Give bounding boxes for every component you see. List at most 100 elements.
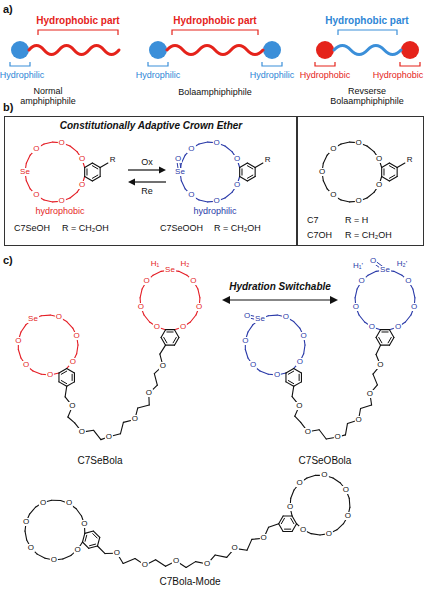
atom-label: O <box>172 557 180 565</box>
atom-label: O <box>357 277 365 285</box>
crown-bond <box>63 555 71 559</box>
atom-label: O <box>195 303 203 311</box>
chain-bond <box>160 345 166 354</box>
bracket <box>172 30 258 35</box>
part-label: Hydrophilic <box>0 70 44 80</box>
atom-label: O <box>131 415 139 423</box>
crown-bond <box>44 142 53 144</box>
benzene-double-bond <box>284 529 290 530</box>
benzene-double-bond <box>93 534 97 538</box>
atom-label: O <box>39 499 47 507</box>
benzene-bond <box>294 382 302 386</box>
compound-caption: R = CH₂OH <box>345 230 392 240</box>
atom-label: Se <box>27 315 39 323</box>
hydrophilic-tail <box>334 46 401 55</box>
atom-label: O <box>145 389 153 397</box>
crown-bond <box>337 524 344 530</box>
benzene-double-bond <box>85 535 87 541</box>
benzene-bond <box>93 531 99 537</box>
atom-label: O <box>153 323 161 331</box>
benzene-double-bond <box>388 337 391 342</box>
benzene-bond <box>283 515 292 516</box>
brackets <box>10 30 420 66</box>
atom-label: O <box>410 303 418 311</box>
crown-bond <box>260 371 268 374</box>
atom-label: O <box>65 499 73 507</box>
part-label: Hydrophobic <box>300 70 351 80</box>
atom-label: O <box>73 332 81 340</box>
atom-label: O <box>342 486 350 494</box>
chain-bond <box>319 430 326 439</box>
type-name: Revserse Bolaamphiphiphile <box>317 86 417 107</box>
box-heading: Constitutionally Adaptive Crown Ether <box>5 120 297 132</box>
crown-bond <box>179 271 187 275</box>
part-label: Hydrophobic part <box>36 15 119 27</box>
benzene-bond <box>301 373 302 382</box>
atom-label: O <box>22 361 30 369</box>
crown-bond <box>307 475 316 478</box>
benzene-bond <box>100 168 101 177</box>
benzene-double-bond <box>90 544 96 546</box>
benzene-bond <box>97 537 99 546</box>
atom-label: O <box>352 303 360 311</box>
atom-label: O <box>142 277 150 285</box>
crown-bond <box>199 142 208 144</box>
panel-label: a) <box>3 3 13 16</box>
atom-label: O <box>27 544 35 552</box>
benzene-bond <box>255 168 256 177</box>
benzene-bond <box>67 368 75 372</box>
atom-label: O <box>241 337 249 345</box>
chain-bond <box>215 555 227 557</box>
part-label: Hydrophilic <box>136 70 181 80</box>
hydration-arrow <box>222 296 338 304</box>
chain-bond <box>186 562 195 568</box>
atom-label: O <box>50 556 58 564</box>
compound-name: C7SeOBola <box>299 455 352 467</box>
crown-bond <box>368 271 376 275</box>
atom-label: O <box>394 323 402 331</box>
hydrophilic-head <box>11 41 29 59</box>
atom-label: O <box>189 277 197 285</box>
arrow-head <box>222 296 230 304</box>
atom-label: O <box>329 145 337 153</box>
chain-bond <box>247 539 252 550</box>
compound-caption: C7 <box>307 215 319 225</box>
benzene-bond <box>292 524 296 532</box>
part-label: Hydrophobic <box>373 70 424 80</box>
crown-bond <box>294 322 300 329</box>
switch-label: Hydration Switchable <box>229 281 331 293</box>
benzene-bond <box>381 345 390 346</box>
benzene-double-bond <box>86 169 87 175</box>
benzene-bond <box>85 531 94 533</box>
benzene-double-bond <box>247 175 252 178</box>
reaction-label: Ox <box>141 157 153 167</box>
bracket <box>10 62 30 66</box>
chain-bond <box>292 386 294 396</box>
benzene-bond <box>166 329 175 330</box>
atom-label: O <box>334 433 342 441</box>
chain-bond <box>120 422 123 433</box>
part-label: Hydrophobic part <box>173 15 256 27</box>
benzene-double-bond <box>379 337 382 342</box>
benzene-double-bond <box>247 166 252 169</box>
atom-label: O <box>286 503 294 511</box>
hydrophilic-head <box>149 41 167 59</box>
atom-label: O <box>300 332 308 340</box>
crown-bond <box>190 315 196 322</box>
substituent-bond <box>100 163 108 167</box>
benzene-double-bond <box>164 337 167 342</box>
crown-bond <box>341 200 350 202</box>
benzene-bond <box>376 330 380 338</box>
chain-bond <box>123 559 135 564</box>
atom-label: O <box>80 520 88 528</box>
benzene-bond <box>67 382 75 386</box>
panel-label: b) <box>3 101 13 114</box>
benzene-bond <box>82 542 88 548</box>
panel-label: c) <box>3 254 13 267</box>
arrow-line <box>134 181 166 182</box>
benzene-bond <box>239 168 240 177</box>
atom-label: O <box>249 361 257 369</box>
bracket <box>262 62 282 66</box>
benzene-double-bond <box>382 331 388 332</box>
atom-label: O <box>295 402 303 410</box>
